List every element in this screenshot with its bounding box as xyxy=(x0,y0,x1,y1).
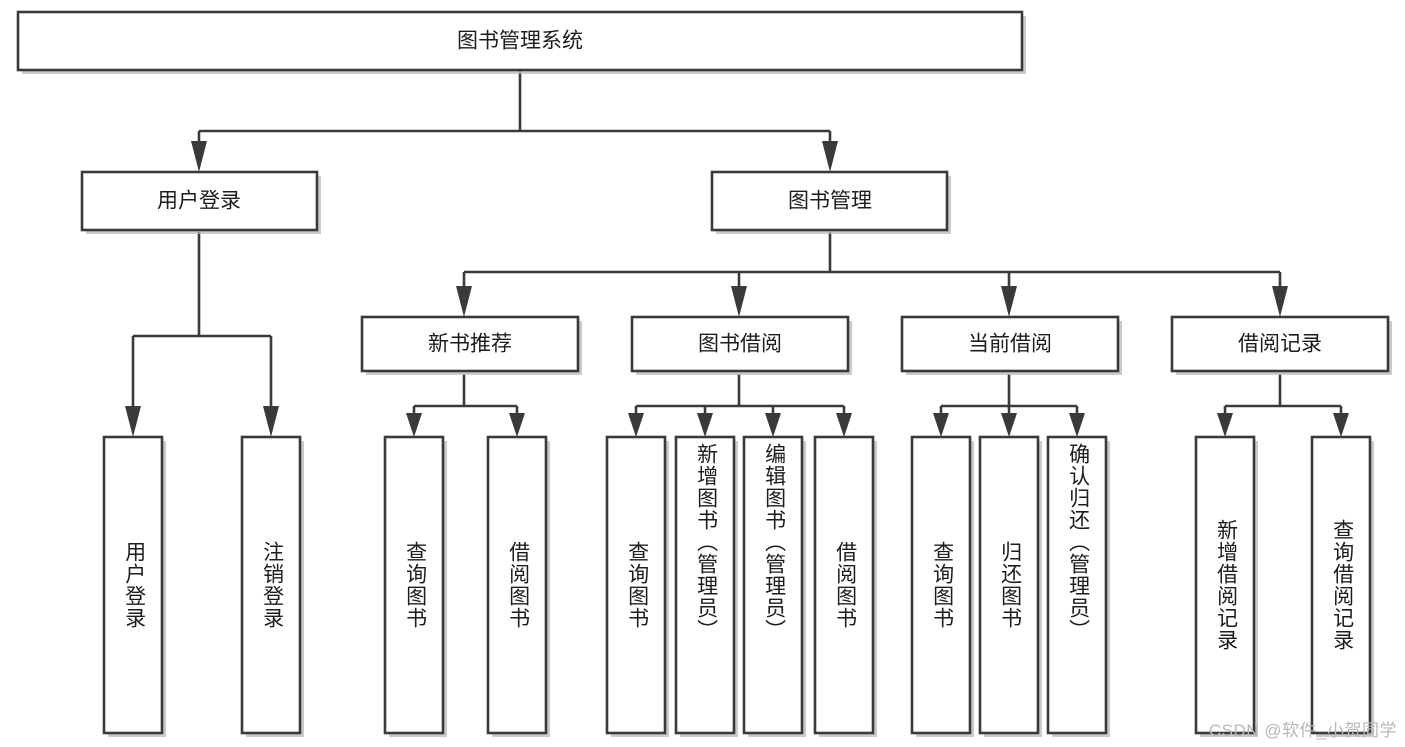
leaf-borrowrecord-query-box xyxy=(1310,435,1372,735)
arrow-to-leaf-logout xyxy=(263,406,279,437)
arrow-to-book-borrow xyxy=(731,286,747,317)
arrow-to-new-book xyxy=(456,286,472,317)
node-book-borrow[interactable]: 图书借阅 xyxy=(630,315,852,375)
connector-layer xyxy=(125,70,1349,437)
book-management-box xyxy=(710,170,949,232)
node-user-login[interactable]: 用户登录 xyxy=(80,170,321,234)
arrow-root-to-user-login xyxy=(191,141,207,172)
arrow-currentborrow-leaf-1 xyxy=(933,413,949,437)
arrow-newbook-leaf-2 xyxy=(509,413,525,437)
leaf-node-bookborrow-edit[interactable] xyxy=(742,435,806,737)
leaf-node-bookborrow-borrow[interactable] xyxy=(813,435,877,737)
arrow-bookborrow-leaf-4 xyxy=(836,413,852,437)
leaf-bookborrow-add-box xyxy=(674,435,736,735)
csdn-watermark: CSDN @软件_小贺同学 xyxy=(1208,721,1397,740)
root-label: 图书管理系统 xyxy=(457,30,583,53)
leaf-currentborrow-query-box xyxy=(910,435,972,735)
leaf-node-borrowrecord-add[interactable] xyxy=(1194,435,1258,737)
new-book-label: 新书推荐 xyxy=(428,333,512,356)
leaf-borrowrecord-add-box xyxy=(1194,435,1256,735)
leaf-node-logout[interactable] xyxy=(240,435,304,737)
leaf-user-login-box xyxy=(102,435,164,735)
current-borrow-label: 当前借阅 xyxy=(968,333,1052,356)
node-root-book-management-system[interactable]: 图书管理系统 xyxy=(16,10,1026,74)
arrow-borrowrecord-leaf-2 xyxy=(1333,413,1349,437)
node-current-borrow[interactable]: 当前借阅 xyxy=(900,315,1122,375)
leaf-bookborrow-query-box xyxy=(605,435,667,735)
leaf-node-user-login[interactable] xyxy=(102,435,166,737)
arrow-to-leaf-user-login xyxy=(125,406,141,437)
leaf-node-currentborrow-return[interactable] xyxy=(978,435,1042,737)
leaf-logout-box xyxy=(240,435,302,735)
arrow-currentborrow-leaf-3 xyxy=(1069,413,1085,437)
arrow-to-current-borrow xyxy=(1001,286,1017,317)
leaf-node-newbook-borrow[interactable] xyxy=(486,435,550,737)
node-borrow-record[interactable]: 借阅记录 xyxy=(1170,315,1392,375)
node-new-book-recommend[interactable]: 新书推荐 xyxy=(360,315,582,375)
node-book-management[interactable]: 图书管理 xyxy=(710,170,951,234)
leaf-bookborrow-borrow-box xyxy=(813,435,875,735)
leaf-node-newbook-query[interactable] xyxy=(383,435,447,737)
leaf-node-bookborrow-add[interactable] xyxy=(674,435,738,737)
root-box xyxy=(16,10,1024,72)
borrow-record-box xyxy=(1170,315,1390,373)
arrow-borrowrecord-leaf-1 xyxy=(1217,413,1233,437)
leaf-node-bookborrow-query[interactable] xyxy=(605,435,669,737)
book-borrow-label: 图书借阅 xyxy=(698,333,782,356)
book-management-label: 图书管理 xyxy=(788,190,872,213)
arrow-bookborrow-leaf-2 xyxy=(697,413,713,437)
leaf-node-borrowrecord-query[interactable] xyxy=(1310,435,1374,737)
arrow-bookborrow-leaf-3 xyxy=(765,413,781,437)
leaf-node-currentborrow-query[interactable] xyxy=(910,435,974,737)
leaf-currentborrow-return-box xyxy=(978,435,1040,735)
user-login-box xyxy=(80,170,319,232)
user-login-label: 用户登录 xyxy=(157,190,241,213)
leaf-node-currentborrow-confirm[interactable] xyxy=(1046,435,1110,737)
leaf-newbook-query-box xyxy=(383,435,445,735)
current-borrow-box xyxy=(900,315,1120,373)
arrow-currentborrow-leaf-2 xyxy=(1001,413,1017,437)
new-book-box xyxy=(360,315,580,373)
leaf-currentborrow-confirm-box xyxy=(1046,435,1108,735)
book-borrow-box xyxy=(630,315,850,373)
arrow-root-to-book-mgmt xyxy=(822,141,838,172)
arrow-newbook-leaf-1 xyxy=(406,413,422,437)
arrow-to-borrow-record xyxy=(1272,286,1288,317)
arrow-bookborrow-leaf-1 xyxy=(628,413,644,437)
borrow-record-label: 借阅记录 xyxy=(1238,333,1322,356)
leaf-newbook-borrow-box xyxy=(486,435,548,735)
leaf-bookborrow-edit-box xyxy=(742,435,804,735)
